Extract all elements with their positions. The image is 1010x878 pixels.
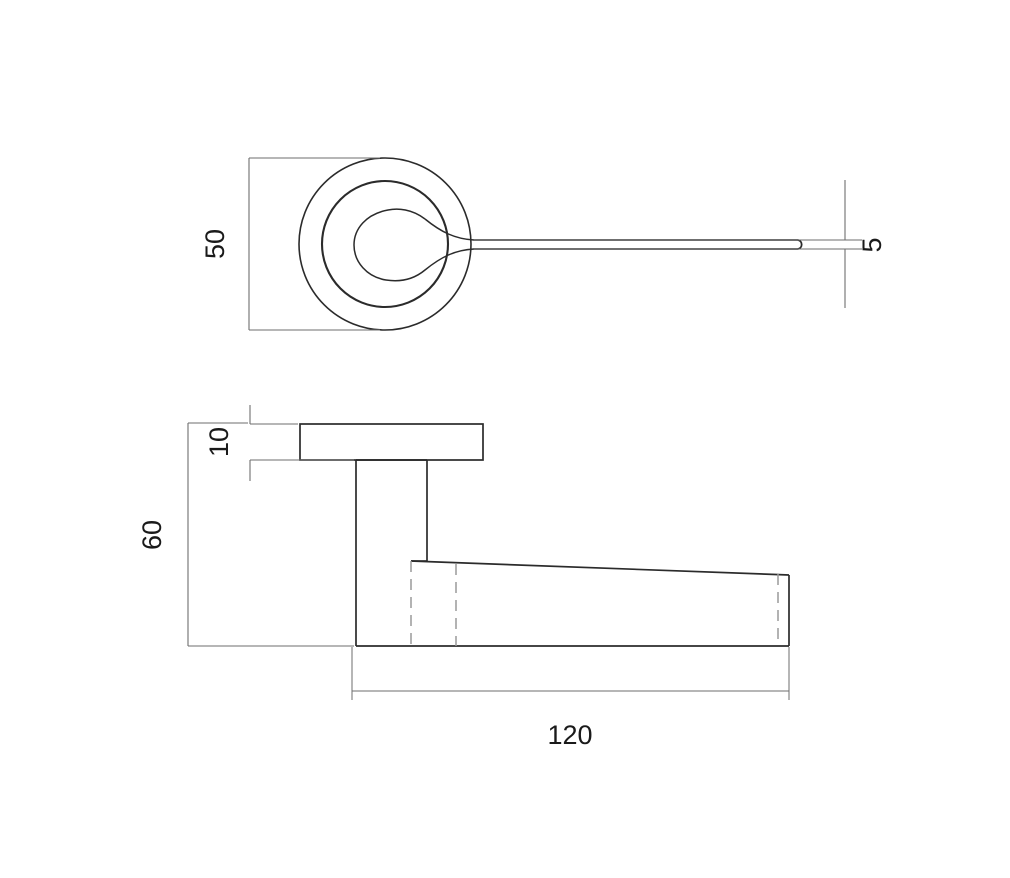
dimension-lever-length: 120	[351, 647, 790, 750]
dimension-label-50: 50	[200, 229, 230, 259]
lever-shaft-top-edge	[424, 218, 798, 241]
dimension-label-120: 120	[547, 720, 592, 750]
dimension-plate-thickness: 10	[204, 405, 354, 481]
dimension-label-10: 10	[204, 427, 234, 457]
dimension-label-60: 60	[137, 520, 167, 550]
dimension-projection-height: 60	[137, 422, 354, 647]
rose-inner-circle	[320, 179, 450, 309]
lever-top-sloping-edge	[410, 560, 790, 576]
dimension-rose-diameter: 50	[200, 157, 380, 331]
dimension-label-5: 5	[857, 237, 887, 252]
dimension-lever-thickness: 5	[798, 180, 887, 308]
lever-tip-round-cap	[797, 239, 803, 250]
front-view-geometry	[299, 423, 790, 647]
rose-plate-rectangle	[299, 423, 484, 461]
rose-outer-circle	[298, 157, 472, 331]
lever-hub-blend-lower	[353, 208, 798, 282]
top-view-geometry	[298, 157, 803, 331]
